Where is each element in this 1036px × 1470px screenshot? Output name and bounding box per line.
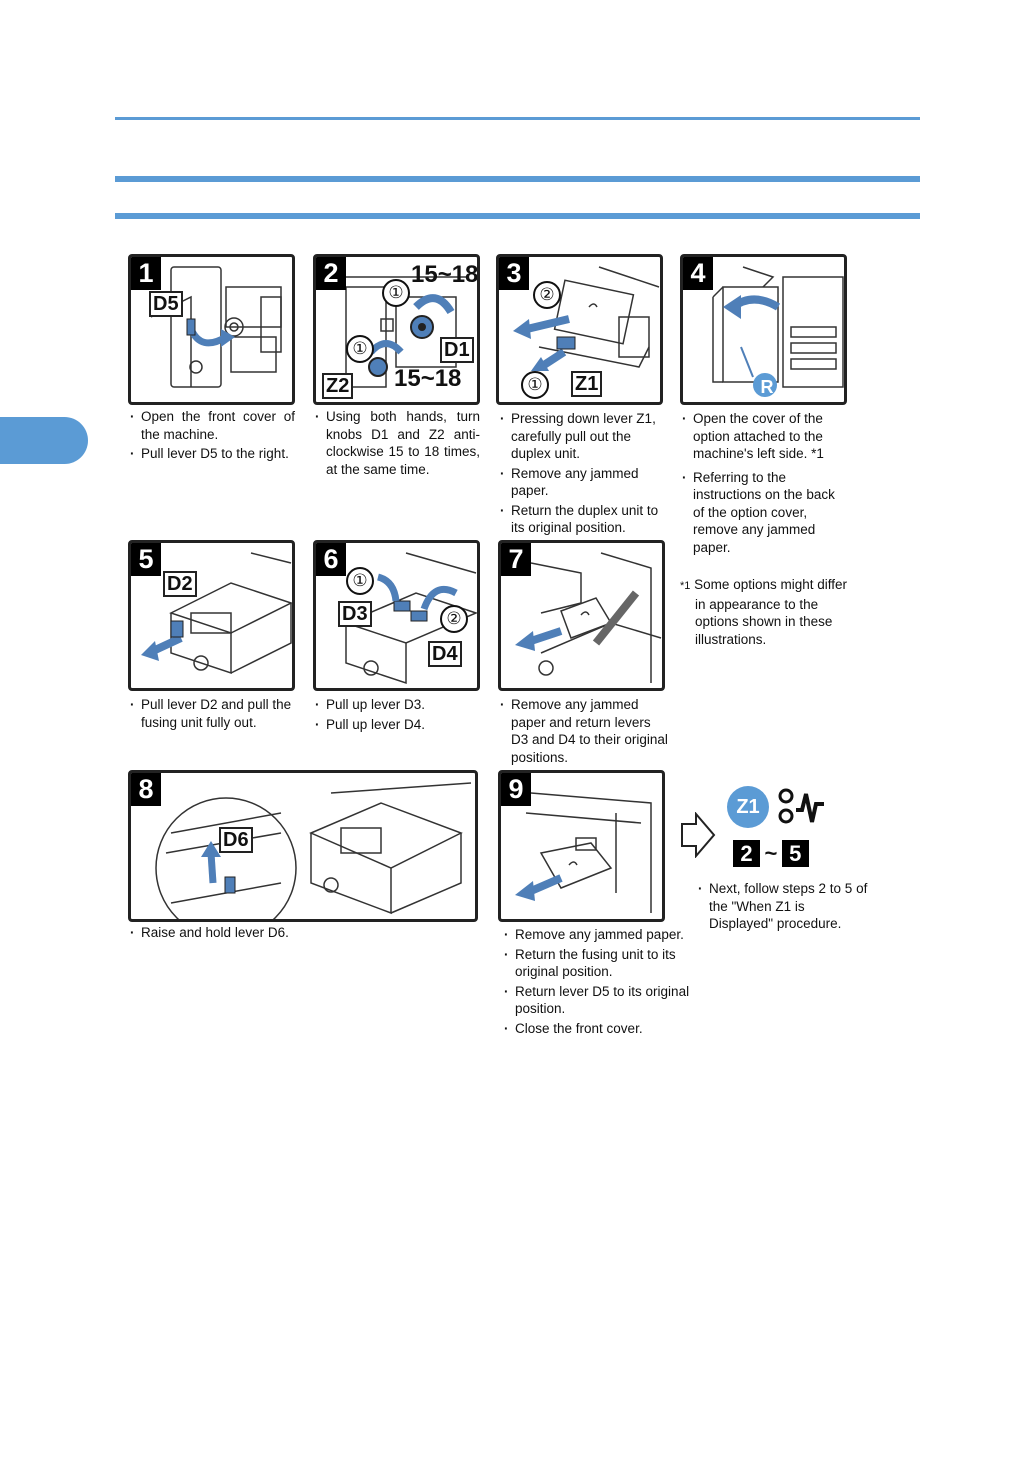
levers-graphic bbox=[343, 552, 477, 685]
step-number: 4 bbox=[683, 257, 713, 290]
lever-label-d6: D6 bbox=[219, 827, 253, 853]
step-number: 6 bbox=[316, 543, 346, 576]
lever-label-d2: D2 bbox=[163, 571, 197, 597]
range-from: 2 bbox=[733, 840, 760, 867]
header-rule-middle bbox=[115, 176, 920, 182]
step-marker: ① bbox=[346, 567, 374, 595]
step-marker: ① bbox=[521, 371, 549, 399]
reference-badge: R bbox=[760, 377, 774, 397]
step-6-illustration: 6 ① ② D3 D4 bbox=[313, 540, 480, 691]
step-2-illustration: 2 15~18 15~18 ① ① D1 Z2 bbox=[313, 254, 480, 405]
lever-label-z1: Z1 bbox=[571, 371, 603, 397]
step-5-caption: Pull lever D2 and pull the fusing unit f… bbox=[130, 696, 300, 733]
lever-label-d4: D4 bbox=[428, 641, 462, 667]
z1-badge-icon: Z1 bbox=[727, 786, 769, 828]
knobs-graphic bbox=[336, 276, 466, 388]
step-8-illustration: 8 D6 bbox=[128, 770, 478, 922]
knob-label-z2: Z2 bbox=[322, 373, 354, 399]
chapter-tab bbox=[0, 417, 88, 464]
turn-count-top: 15~18 bbox=[411, 261, 479, 288]
step-marker: ① bbox=[346, 335, 374, 363]
lever-label-d3: D3 bbox=[338, 601, 372, 627]
turn-count-bottom: 15~18 bbox=[394, 365, 462, 392]
range-separator: ~ bbox=[764, 840, 778, 866]
step-number: 7 bbox=[501, 543, 531, 576]
step-9-caption: Remove any jammed paper. Return the fusi… bbox=[504, 926, 704, 1039]
step-2-caption: Using both hands, turn knobs D1 and Z2 a… bbox=[315, 408, 480, 480]
machine-interior-graphic bbox=[150, 266, 282, 388]
step-5-illustration: 5 D2 bbox=[128, 540, 295, 691]
step-1-caption: Open the front cover of the machine. Pul… bbox=[130, 408, 295, 465]
step-number: 1 bbox=[131, 257, 161, 290]
step-number: 9 bbox=[501, 773, 531, 806]
paper-jam-icon bbox=[778, 788, 824, 824]
step-3-caption: Pressing down lever Z1, carefully pull o… bbox=[500, 410, 670, 539]
lever-d6-graphic bbox=[155, 782, 472, 919]
header-rule-bottom bbox=[115, 213, 920, 219]
footnote-mark: *1 bbox=[680, 580, 691, 592]
jammed-paper-graphic bbox=[515, 552, 662, 683]
header-rule-top bbox=[115, 117, 920, 120]
range-to: 5 bbox=[781, 840, 809, 867]
next-caption: Next, follow steps 2 to 5 of the "When Z… bbox=[698, 880, 868, 935]
step-number: 5 bbox=[131, 543, 161, 576]
step-6-caption: Pull up lever D3. Pull up lever D4. bbox=[315, 696, 485, 735]
step-3-illustration: 3 ② ① Z1 bbox=[496, 254, 663, 405]
step-1-illustration: 1 D5 bbox=[128, 254, 295, 405]
step-number: 2 bbox=[316, 257, 346, 290]
step-marker: ② bbox=[533, 281, 561, 309]
lever-label-d5: D5 bbox=[149, 291, 183, 317]
option-cover-graphic bbox=[712, 266, 844, 397]
step-8-caption: Raise and hold lever D6. bbox=[130, 924, 470, 944]
duplex-unit-graphic bbox=[513, 266, 660, 371]
step-range: 2 ~ 5 bbox=[733, 840, 809, 870]
knob-label-d1: D1 bbox=[440, 337, 474, 363]
step-7-illustration: 7 bbox=[498, 540, 665, 691]
step-number: 3 bbox=[499, 257, 529, 290]
step-4-illustration: 4 R bbox=[680, 254, 847, 405]
step-7-caption: Remove any jammed paper and return lever… bbox=[500, 696, 670, 768]
step-number: 8 bbox=[131, 773, 161, 806]
next-arrow-icon bbox=[681, 812, 716, 858]
step-4-caption: Open the cover of the option attached to… bbox=[682, 410, 847, 558]
step-9-illustration: 9 bbox=[498, 770, 665, 922]
step-marker: ① bbox=[382, 279, 410, 307]
step-marker: ② bbox=[440, 605, 468, 633]
fusing-unit-graphic bbox=[141, 552, 292, 675]
remove-paper-graphic bbox=[515, 792, 652, 913]
footnote: *1 Some options might differ in appearan… bbox=[680, 576, 850, 648]
footnote-text: Some options might differ in appearance … bbox=[694, 577, 848, 647]
